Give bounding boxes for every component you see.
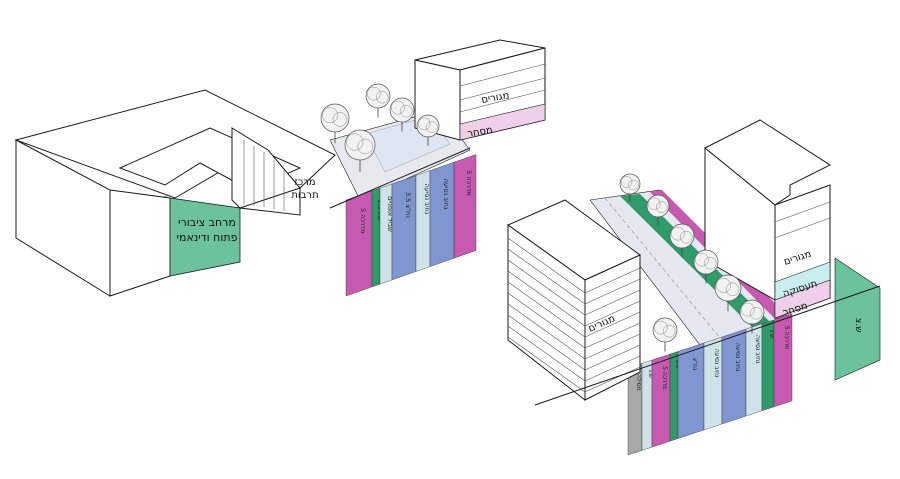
floor-line <box>584 311 641 338</box>
right-scene-right-tower: מגורים תעסוקה מסחר <box>704 119 832 319</box>
floor-line <box>774 217 831 239</box>
left-ground-line <box>329 147 471 209</box>
left-building-block <box>14 89 336 297</box>
tree-icon <box>389 97 415 132</box>
green-space-label-2: פתוח ודינאמי <box>177 231 238 244</box>
right-section-strip-label: מדרכה 5 <box>661 366 668 390</box>
floor-line <box>507 237 586 294</box>
right-street-section: מסילה ש.ג מדרכה 5 ש.ג נת"צ נתיב נסיעה נתיב נסי… <box>627 313 793 456</box>
left-section-strip-label: מדרכה 5 <box>359 208 367 234</box>
floor-line <box>507 281 586 338</box>
right-section-strip <box>677 342 705 439</box>
left-section-strip <box>345 190 373 297</box>
left-section-strip-label: נתיב נסיעה <box>423 184 431 215</box>
floor-line <box>507 314 586 371</box>
left-section-strip <box>453 154 477 259</box>
floor-line <box>507 292 586 349</box>
floor-line <box>584 322 641 349</box>
right-section-strip-label: נת"צ <box>691 358 698 371</box>
tower-commerce-label: מסחר <box>467 125 494 140</box>
floor-line <box>584 300 641 327</box>
culture-center-label-1: מרכז <box>294 177 315 188</box>
culture-center-label-2: תרבות <box>291 190 318 201</box>
tree-icon <box>619 173 641 202</box>
right-section-strip-label: מדרכה 5 <box>783 326 790 350</box>
left-section-strip-label: שביל אופניים <box>386 196 394 232</box>
tree-icon <box>739 299 765 334</box>
right-section-strip-label: ש.ג <box>674 360 681 369</box>
floor-line <box>584 289 641 316</box>
floor-line <box>507 259 586 316</box>
tree-icon <box>652 317 678 352</box>
right-green-edge <box>834 257 881 381</box>
right-section-strip-label: נתיב נסיעה <box>734 343 741 371</box>
floor-line <box>459 77 546 101</box>
right-tower-commerce-floor <box>774 279 831 319</box>
left-section-strip-label: נתיב נסיעה <box>442 179 450 210</box>
floor-line <box>584 267 641 294</box>
tower-commerce-floor <box>459 103 546 141</box>
tree-icon <box>416 114 440 146</box>
left-section-strip-label: מדרכה 5 <box>465 170 473 196</box>
right-scene-left-tower: מגורים <box>506 199 641 402</box>
floor-line <box>507 336 586 393</box>
floor-line <box>584 366 641 393</box>
floor-line <box>584 355 641 382</box>
right-street-trees <box>619 173 765 352</box>
tree-icon <box>693 249 719 284</box>
right-section-strip-label: מסילה <box>635 374 642 391</box>
left-block-side-facade <box>109 189 171 297</box>
tree-icon <box>344 129 376 172</box>
floor-line <box>459 63 546 87</box>
floor-line <box>584 344 641 371</box>
culture-center-glass <box>231 127 301 209</box>
right-section-strip-label: נתיב נסיעה <box>713 349 720 377</box>
green-space-label-1: מרחב ציבורי <box>178 216 236 229</box>
right-green-edge-label: ש.צ <box>853 318 863 333</box>
floor-line <box>507 270 586 327</box>
tree-icon <box>320 103 350 144</box>
right-ground-line <box>534 285 881 406</box>
left-street-trees <box>320 83 440 172</box>
public-green-space <box>169 197 241 277</box>
floor-line <box>584 333 641 360</box>
right-section-strip <box>773 313 793 408</box>
right-section-strip-label: נתיב נסיעה <box>754 335 761 363</box>
right-section-strip-label: ש.ג <box>647 369 654 378</box>
left-tower-floor-lines <box>507 237 641 393</box>
tree-icon <box>714 274 742 312</box>
floor-line <box>459 89 546 113</box>
right-section-strip-label: ש.ג <box>768 330 775 339</box>
floor-line <box>507 303 586 360</box>
tree-icon <box>646 194 670 226</box>
floor-line <box>774 201 831 223</box>
tower-residential-label: מגורים <box>481 90 511 106</box>
floor-line <box>507 325 586 382</box>
right-street-lane-line <box>604 197 721 339</box>
left-section-strip-label: נת"צ 3.5 <box>404 192 412 218</box>
tree-icon <box>669 223 695 258</box>
tree-icon <box>365 83 391 118</box>
floor-line <box>507 248 586 305</box>
floor-line <box>584 278 641 305</box>
